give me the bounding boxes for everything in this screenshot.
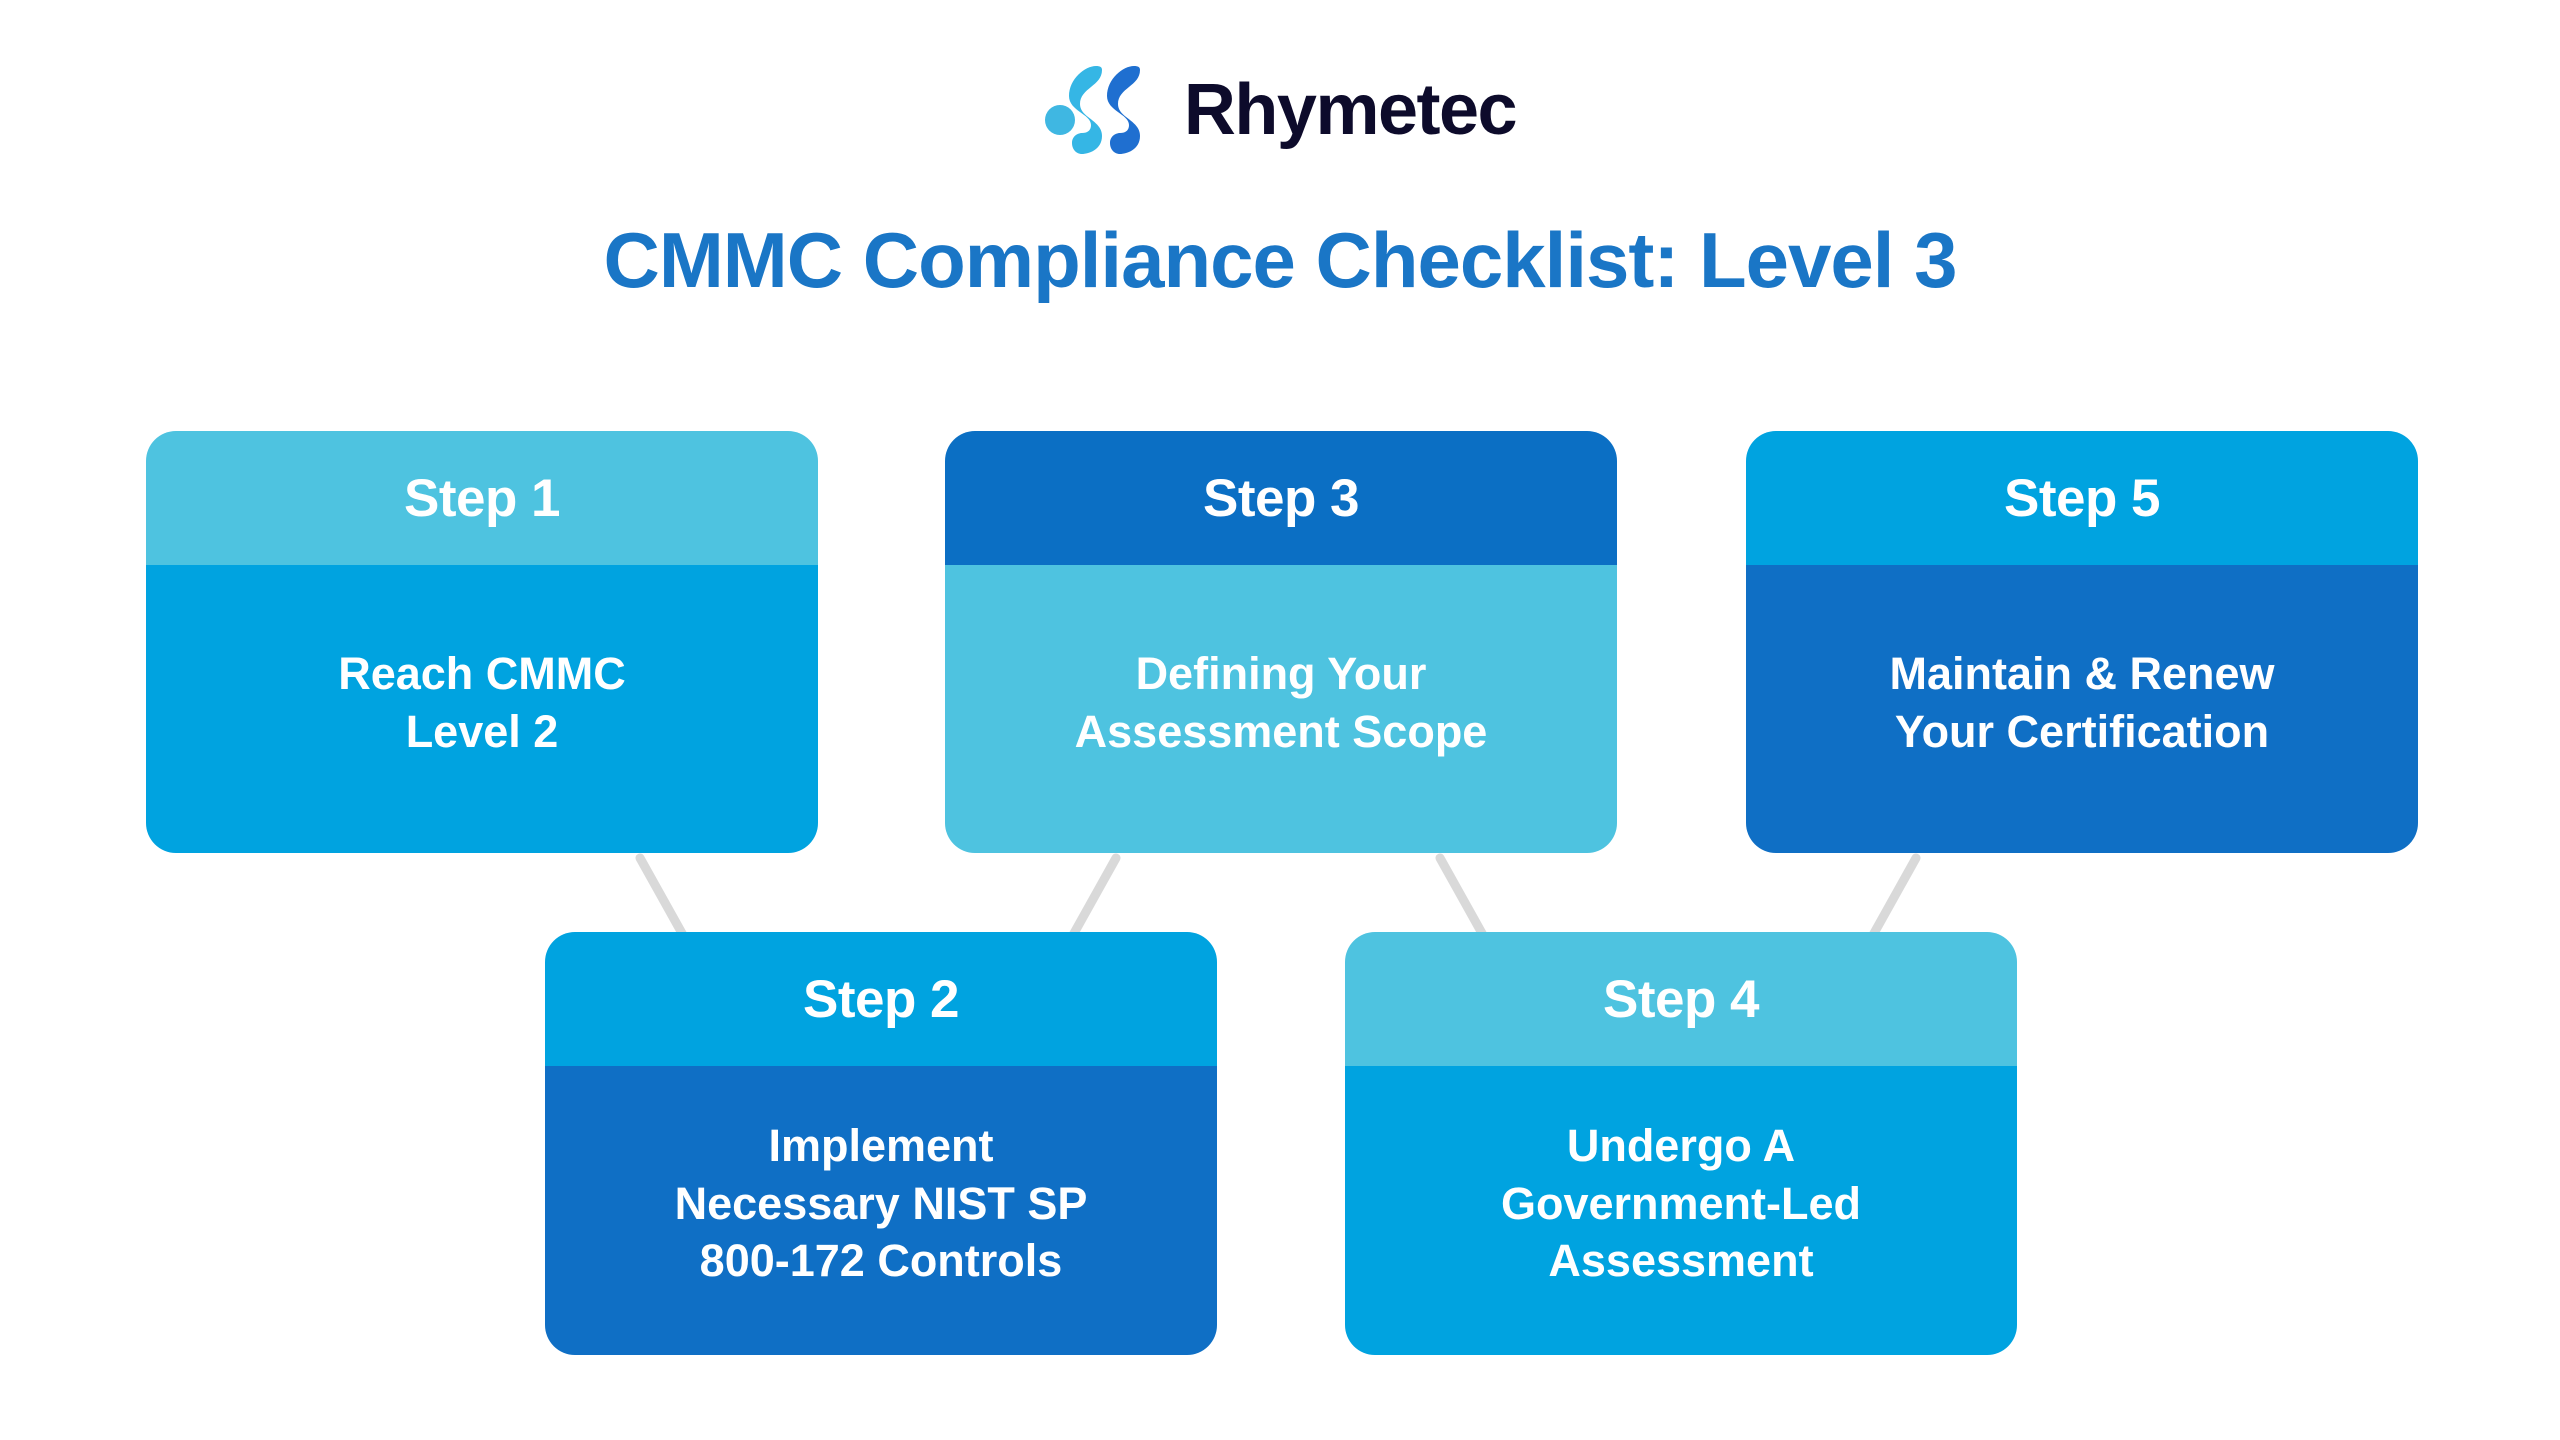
step-card-3-body: Defining Your Assessment Scope <box>945 565 1617 853</box>
step-card-5-header: Step 5 <box>1746 431 2418 565</box>
page-title: CMMC Compliance Checklist: Level 3 <box>603 216 1957 304</box>
step-card-3-header: Step 3 <box>945 431 1617 565</box>
step-card-3[interactable]: Step 3 Defining Your Assessment Scope <box>945 431 1617 853</box>
step-card-2-header: Step 2 <box>545 932 1217 1066</box>
step-card-4-body: Undergo A Government-Led Assessment <box>1345 1066 2017 1355</box>
step-card-1[interactable]: Step 1 Reach CMMC Level 2 <box>146 431 818 853</box>
step-card-5[interactable]: Step 5 Maintain & Renew Your Certificati… <box>1746 431 2418 853</box>
step-card-4-header: Step 4 <box>1345 932 2017 1066</box>
step-card-2[interactable]: Step 2 Implement Necessary NIST SP 800-1… <box>545 932 1217 1355</box>
brand-wordmark: Rhymetec <box>1183 70 1518 150</box>
brand-logo: Rhymetec <box>0 55 2560 165</box>
step-card-1-body: Reach CMMC Level 2 <box>146 565 818 853</box>
step-card-2-body: Implement Necessary NIST SP 800-172 Cont… <box>545 1066 1217 1355</box>
step-card-5-body: Maintain & Renew Your Certification <box>1746 565 2418 853</box>
step-card-4[interactable]: Step 4 Undergo A Government-Led Assessme… <box>1345 932 2017 1355</box>
step-card-1-header: Step 1 <box>146 431 818 565</box>
rhymetec-waves-icon <box>1044 64 1162 156</box>
